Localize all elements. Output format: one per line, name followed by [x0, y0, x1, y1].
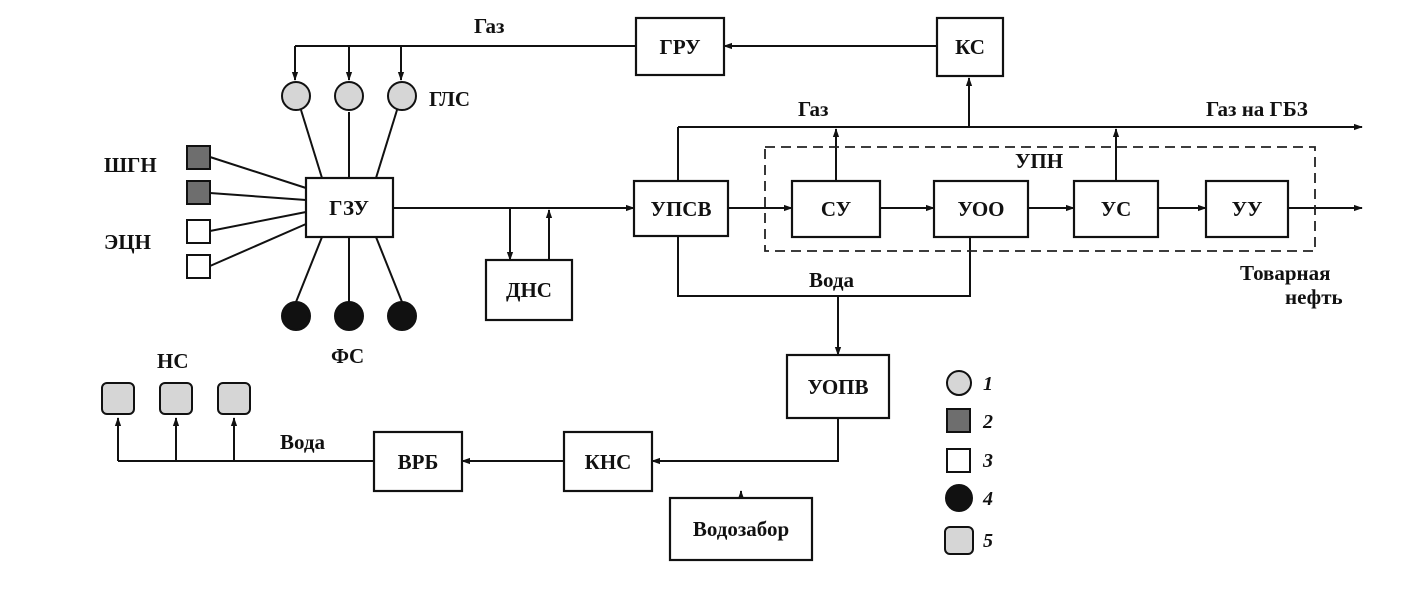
block-gzu[interactable]: ГЗУ: [304, 176, 395, 239]
label-ns: НС: [157, 349, 189, 373]
block-upsv[interactable]: УПСВ: [632, 179, 730, 238]
line-ecn2-gzu: [209, 223, 307, 267]
label-gas-to-gbz: Газ на ГБЗ: [1206, 97, 1308, 121]
ns-well-1: [101, 382, 135, 415]
legend-number-2: 2: [982, 411, 993, 433]
block-vrb[interactable]: ВРБ: [372, 430, 464, 493]
line-fs3-gzu: [375, 236, 403, 303]
gls-well-1: [281, 81, 311, 111]
line-uopv-to-kns: [651, 418, 839, 465]
block-uoo-label: УОО: [957, 197, 1004, 221]
line-water-collector: [677, 235, 971, 297]
block-su-label: СУ: [821, 197, 851, 221]
label-shgn: ШГН: [104, 153, 157, 177]
ns-well-3: [217, 382, 251, 415]
block-uoo[interactable]: УОО: [932, 179, 1030, 239]
block-dns[interactable]: ДНС: [484, 258, 574, 322]
legend-marker-1: [946, 370, 972, 396]
legend-number-3: 3: [982, 450, 993, 472]
block-dns-label: ДНС: [506, 278, 552, 302]
block-gru-label: ГРУ: [659, 35, 700, 59]
line-shgn2-gzu: [209, 192, 307, 201]
label-upn: УПН: [1015, 149, 1063, 173]
block-uu-label: УУ: [1232, 197, 1263, 221]
label-gls: ГЛС: [429, 87, 470, 111]
block-us-label: УС: [1101, 197, 1132, 221]
legend-number-1: 1: [983, 373, 993, 395]
fs-well-2: [334, 301, 364, 331]
ns-well-2: [159, 382, 193, 415]
block-us[interactable]: УС: [1072, 179, 1160, 239]
gls-well-2: [334, 81, 364, 111]
block-gru[interactable]: ГРУ: [634, 16, 726, 77]
block-vrb-label: ВРБ: [398, 450, 439, 474]
legend-marker-5: [944, 526, 974, 555]
legend-marker-2: [946, 408, 971, 433]
fs-well-1: [281, 301, 311, 331]
fs-well-3: [387, 301, 417, 331]
line-ecn1-gzu: [209, 211, 307, 232]
line-gls3-gzu: [375, 109, 398, 179]
shgn-well-1: [186, 145, 211, 170]
legend-marker-3: [946, 448, 971, 473]
block-upsv-label: УПСВ: [651, 197, 712, 221]
legend-number-4: 4: [982, 488, 993, 510]
label-ecn: ЭЦН: [104, 230, 151, 254]
label-commercial-oil-line1: Товарная: [1240, 261, 1331, 285]
block-kns-label: КНС: [585, 450, 632, 474]
label-water-bottom: Вода: [280, 430, 326, 454]
label-water-mid: Вода: [809, 268, 855, 292]
upn-boundary: [764, 146, 1316, 252]
block-uu[interactable]: УУ: [1204, 179, 1290, 239]
block-kns[interactable]: КНС: [562, 430, 654, 493]
ecn-well-1: [186, 219, 211, 244]
legend: 1 2 3 4 5: [944, 370, 993, 555]
line-gls1-gzu: [300, 109, 323, 179]
legend-number-5: 5: [983, 530, 993, 552]
block-su[interactable]: СУ: [790, 179, 882, 239]
block-uopv-label: УОПВ: [807, 375, 868, 399]
label-commercial-oil-line2: нефть: [1285, 285, 1343, 309]
block-vodozabor[interactable]: Водозабор: [668, 496, 814, 562]
shgn-well-2: [186, 180, 211, 205]
line-fs1-gzu: [295, 236, 323, 303]
block-ks[interactable]: КС: [935, 16, 1005, 78]
line-shgn1-gzu: [209, 156, 307, 189]
legend-marker-4: [945, 484, 973, 512]
block-gzu-label: ГЗУ: [329, 196, 369, 220]
block-uopv[interactable]: УОПВ: [785, 353, 891, 420]
label-gas-mid: Газ: [798, 97, 828, 121]
gls-well-3: [387, 81, 417, 111]
block-vodozabor-label: Водозабор: [693, 517, 789, 541]
ecn-well-2: [186, 254, 211, 279]
label-fs: ФС: [331, 344, 364, 368]
block-ks-label: КС: [955, 35, 985, 59]
label-gas-top: Газ: [474, 14, 504, 38]
